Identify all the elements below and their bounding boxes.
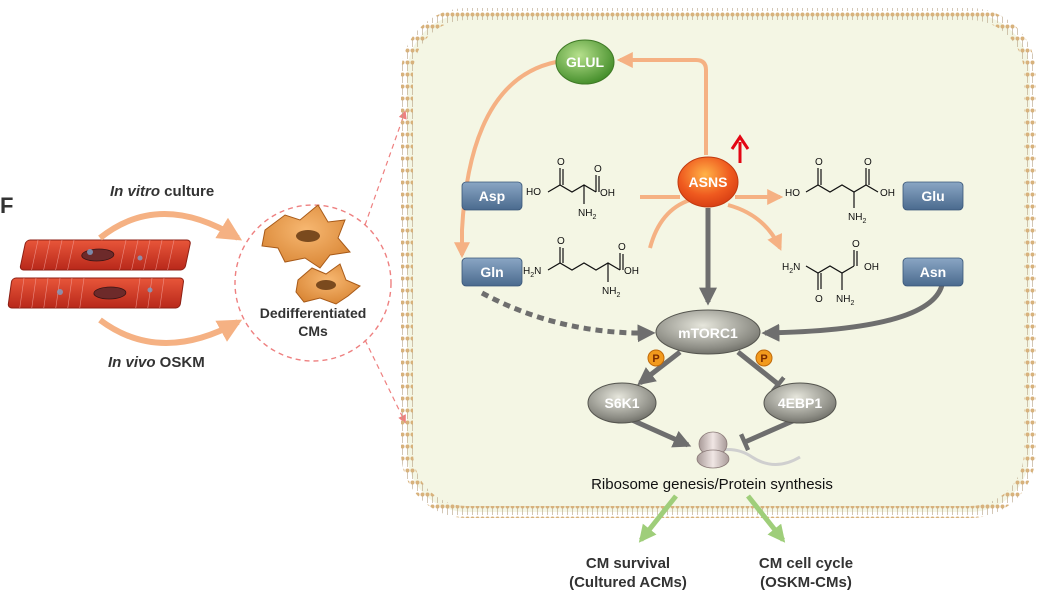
svg-text:NH2: NH2 — [602, 286, 620, 299]
expand-line-bottom — [364, 339, 406, 424]
glutamine-labels: H2N O O OH NH2 — [523, 236, 639, 299]
expand-line-top — [364, 110, 407, 226]
svg-text:O: O — [557, 157, 565, 168]
svg-text:mTORC1: mTORC1 — [678, 325, 738, 341]
in-vitro-label: In vitro culture — [110, 183, 214, 200]
gln-to-asns-arrow — [648, 198, 691, 249]
svg-text:S6K1: S6K1 — [604, 395, 639, 411]
upregulation-arrow-icon — [730, 134, 750, 163]
svg-text:ASNS: ASNS — [689, 174, 728, 190]
svg-text:HO: HO — [785, 188, 800, 199]
glutamine-structure — [547, 247, 624, 282]
aspartate-structure — [547, 168, 600, 204]
ribosome-caption: Ribosome genesis/Protein synthesis — [591, 476, 833, 493]
in-vivo-label: In vivo OSKM — [108, 354, 205, 371]
glu-box: Glu — [902, 181, 964, 211]
s6k1-to-ribosome-arrow — [630, 417, 692, 448]
svg-text:Asn: Asn — [920, 264, 946, 280]
dediff-circle — [234, 204, 392, 362]
cell-membrane — [401, 8, 1036, 518]
glul-to-gln-arrow — [454, 60, 557, 259]
glul-node: GLUL — [555, 39, 615, 85]
4ebp1-inhibits-ribosome — [739, 417, 797, 452]
svg-text:P: P — [652, 353, 659, 365]
svg-text:Glu: Glu — [921, 188, 944, 204]
mtorc1-inhibits-4ebp1 — [736, 350, 786, 393]
svg-text:H2N: H2N — [782, 262, 800, 275]
outcome-survival-line1: CM survival — [586, 555, 670, 572]
svg-text:H2N: H2N — [523, 266, 541, 279]
asparagine-structure — [805, 250, 858, 290]
gln-to-mtorc1-arrow — [480, 290, 656, 343]
outcome-cellcycle-line2: (OSKM-CMs) — [760, 574, 852, 591]
asn-to-mtorc1-arrow — [761, 284, 945, 342]
svg-text:Gln: Gln — [480, 264, 503, 280]
aspartate-labels: HO O O OH NH2 — [526, 157, 615, 221]
gln-box: Gln — [461, 257, 523, 287]
outcome-survival-line2: (Cultured ACMs) — [569, 574, 687, 591]
svg-text:O: O — [594, 164, 602, 175]
svg-text:O: O — [557, 236, 565, 247]
4ebp1-node: 4EBP1 — [763, 382, 837, 424]
svg-text:O: O — [618, 242, 626, 253]
svg-text:O: O — [852, 239, 860, 250]
asn-box: Asn — [902, 257, 964, 287]
phospho-marker-left: P — [647, 349, 665, 367]
glutamate-labels: HO O O OH NH2 — [785, 157, 895, 225]
panel-letter: F — [0, 193, 13, 218]
dediff-cm-cells — [261, 204, 361, 305]
mtorc1-to-s6k1-arrow — [637, 350, 682, 386]
phospho-marker-right: P — [755, 349, 773, 367]
svg-text:O: O — [864, 157, 872, 168]
svg-text:4EBP1: 4EBP1 — [778, 395, 823, 411]
glutamate-structure — [805, 168, 879, 208]
outcome-cellcycle-line1: CM cell cycle — [759, 555, 853, 572]
svg-text:P: P — [760, 353, 767, 365]
cardiomyocyte-bundle — [7, 239, 191, 309]
svg-text:NH2: NH2 — [848, 212, 866, 225]
ribosome-icon — [696, 431, 801, 469]
svg-text:GLUL: GLUL — [566, 54, 605, 70]
svg-text:OH: OH — [624, 266, 639, 277]
in-vivo-arrow — [98, 317, 243, 346]
s6k1-node: S6K1 — [587, 382, 657, 424]
to-survival-arrow — [638, 494, 678, 543]
svg-text:O: O — [815, 294, 823, 305]
svg-text:OH: OH — [600, 188, 615, 199]
mtorc1-node: mTORC1 — [655, 309, 761, 355]
svg-text:OH: OH — [880, 188, 895, 199]
svg-text:NH2: NH2 — [578, 208, 596, 221]
asns-node: ASNS — [677, 156, 739, 208]
in-vitro-arrow — [98, 211, 243, 241]
dediff-label-line1: Dedifferentiated — [260, 305, 367, 321]
svg-text:Asp: Asp — [479, 188, 505, 204]
svg-text:O: O — [815, 157, 823, 168]
svg-text:HO: HO — [526, 187, 541, 198]
asp-box: Asp — [461, 181, 523, 211]
asparagine-labels: H2N O O OH NH2 — [782, 239, 879, 307]
dediff-label-line2: CMs — [298, 323, 328, 339]
asns-to-asn-arrow — [727, 203, 782, 251]
svg-text:OH: OH — [864, 262, 879, 273]
to-cell-cycle-arrow — [746, 494, 786, 543]
asns-to-glul-arrow — [616, 52, 708, 155]
svg-text:NH2: NH2 — [836, 294, 854, 307]
